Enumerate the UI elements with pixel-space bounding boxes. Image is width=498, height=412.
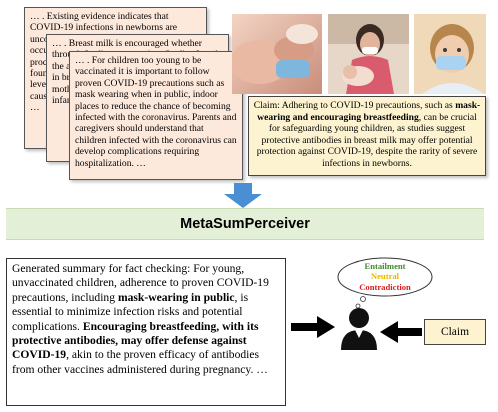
model-name: MetaSumPerceiver xyxy=(180,216,310,232)
left-arrow-icon xyxy=(380,321,422,343)
generated-summary-box: Generated summary for fact checking: For… xyxy=(6,258,286,406)
claim-label-box: Claim xyxy=(424,319,486,345)
claim-text-box: Claim: Adhering to COVID-19 precautions,… xyxy=(248,96,486,176)
summary-part-3: , akin to the proven efficacy of antibod… xyxy=(12,348,268,376)
down-arrow-icon xyxy=(224,183,262,208)
photo-mother-breastfeeding xyxy=(328,14,409,94)
claim-text-suffix: , can be crucial for safeguarding young … xyxy=(256,111,478,169)
bubble-labels: Entailment Neutral Contradiction xyxy=(336,261,434,292)
thought-bubble xyxy=(337,257,433,297)
model-name-bar: MetaSumPerceiver xyxy=(6,208,484,240)
label-contradiction: Contradiction xyxy=(359,281,411,292)
summary-part-1: Generated summary for fact checking: For… xyxy=(12,262,269,304)
thought-dots xyxy=(355,296,366,309)
source-document-3: … . For children too young to be vaccina… xyxy=(69,51,243,180)
photo-baby-hand xyxy=(232,14,322,94)
summary-part-2: , is essential to minimize infection ris… xyxy=(12,290,249,333)
claim-label: Claim xyxy=(440,326,470,338)
claim-text-prefix: Claim: Adhering to COVID-19 precautions,… xyxy=(253,100,453,111)
photo-child-with-mask xyxy=(414,14,486,94)
person-icon xyxy=(341,308,377,350)
claim-text-bold: mask-wearing and encouraging breastfeedi… xyxy=(257,100,481,123)
summary-bold-1: mask-wearing in public xyxy=(117,290,235,304)
label-neutral: Neutral xyxy=(370,271,400,282)
summary-bold-2: Encouraging breastfeeding, with its prot… xyxy=(12,319,259,362)
label-entailment: Entailment xyxy=(364,261,406,271)
right-arrow-icon xyxy=(291,316,335,338)
source-document-3-text: … . For children too young to be vaccina… xyxy=(75,55,237,169)
